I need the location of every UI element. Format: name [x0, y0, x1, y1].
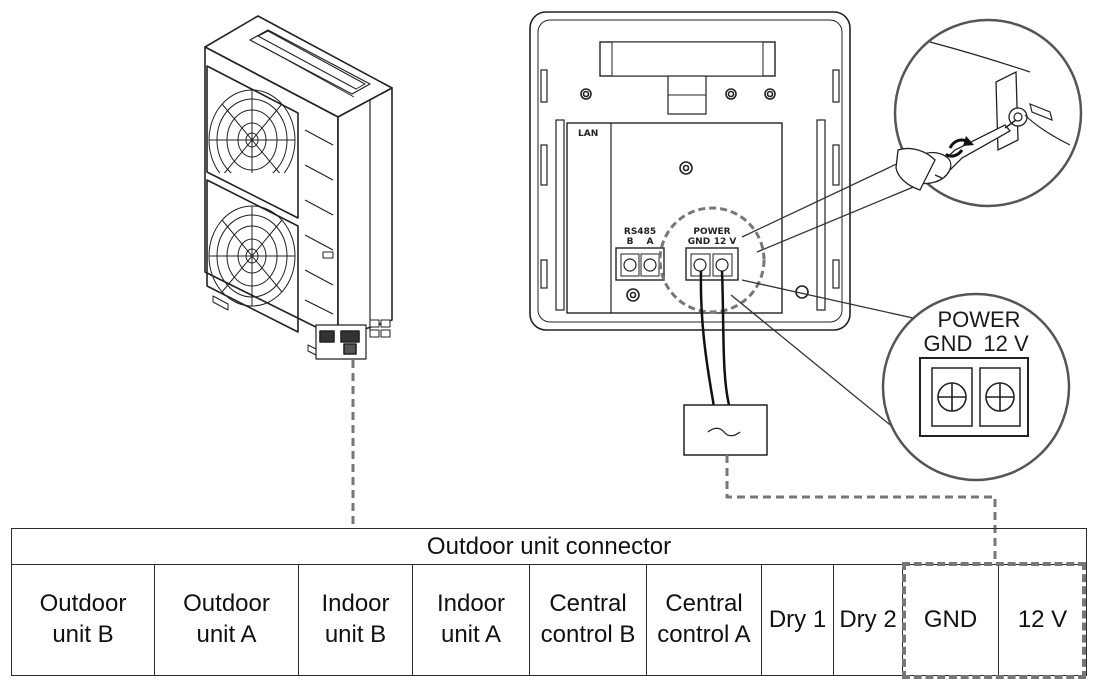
- cell-dry-2: Dry 2: [833, 564, 903, 676]
- cell-dry-1: Dry 1: [761, 564, 834, 676]
- remote-controller-icon: [529, 11, 851, 331]
- zoom-power-title: POWER: [937, 307, 1021, 332]
- callout-line-top-2: [756, 177, 936, 253]
- junction-box-icon: [683, 404, 768, 456]
- rs485-title: RS485: [623, 227, 657, 237]
- power-zoom-callout: [881, 292, 1071, 482]
- screwdriver-zoom-callout: [893, 18, 1083, 208]
- power-gnd-label: GND: [687, 237, 711, 247]
- zoom-gnd-label: GND: [923, 331, 973, 356]
- power-highlight-circle: [658, 206, 766, 314]
- rs485-a-label: A: [646, 237, 654, 247]
- cell-12v: 12 V: [998, 564, 1087, 676]
- power-12v-label: 12 V: [713, 237, 737, 247]
- zoom-12v-label: 12 V: [983, 331, 1029, 356]
- cell-gnd: GND: [902, 564, 999, 676]
- screwdriver-icon: [895, 119, 1017, 191]
- terminal-block-icon: [919, 357, 1029, 437]
- lan-label: LAN: [578, 129, 599, 139]
- outdoor-unit-icon: [204, 15, 393, 360]
- callout-line-bottom-2: [730, 294, 901, 434]
- callout-line-top-1: [741, 151, 923, 238]
- connector-table-title: Outdoor unit connector: [11, 528, 1087, 565]
- callout-line-bottom-1: [741, 279, 923, 321]
- rs485-b-label: B: [626, 237, 634, 247]
- power-title: POWER: [693, 227, 731, 237]
